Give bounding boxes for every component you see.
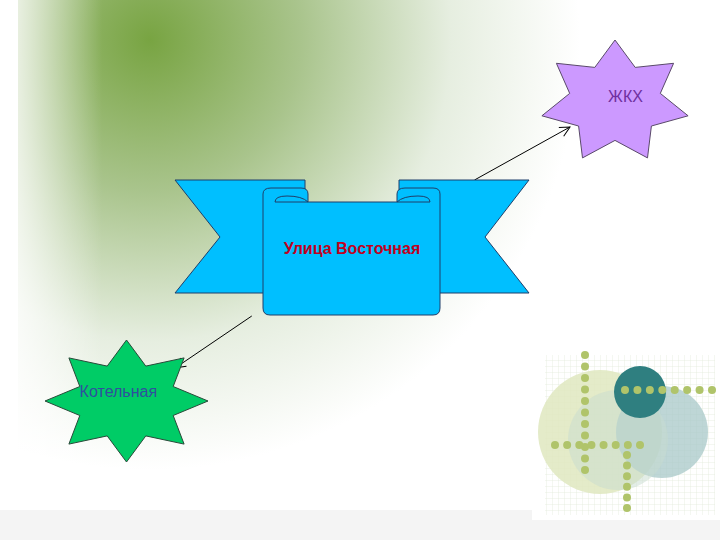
decor-dot [581,363,589,371]
decor-dot [581,420,589,428]
decor-dot [581,409,589,417]
star-node: Котельная [45,340,208,462]
decor-dot [623,462,631,470]
decor-dot [623,472,631,480]
decor-dot [658,386,666,394]
decor-dot [581,432,589,440]
decor-dot [683,386,691,394]
decor-dot [671,386,679,394]
node-label: Котельная [68,383,169,401]
decor-dot [587,441,595,449]
star-node: ЖКХ [540,40,690,164]
decor-dot [563,441,571,449]
decor-dot [581,397,589,405]
decor-dot [621,386,629,394]
decor-dot [612,441,620,449]
decor-dot [600,441,608,449]
decor-dot [581,351,589,359]
decor-dot [581,386,589,394]
decor-dot [581,455,589,463]
decor-dot [696,386,704,394]
decor-dot [575,441,583,449]
decor-dot [623,451,631,459]
decor-dot [624,441,632,449]
decor-dot [581,466,589,474]
decor-dot [623,504,631,512]
decor-dot [708,386,716,394]
decor-dot [551,441,559,449]
decor-dot [646,386,654,394]
node-label: Улица Восточная [277,240,427,258]
banner-node: Улица Восточная [175,180,529,316]
arrow-connector [474,127,570,180]
arrow-connector [175,316,251,368]
decor-dot [636,441,644,449]
decor-dot [633,386,641,394]
star-shape [45,340,208,462]
decor-dot [623,493,631,501]
node-label: ЖКХ [579,88,672,106]
decor-dot [581,374,589,382]
decor-dot [623,483,631,491]
